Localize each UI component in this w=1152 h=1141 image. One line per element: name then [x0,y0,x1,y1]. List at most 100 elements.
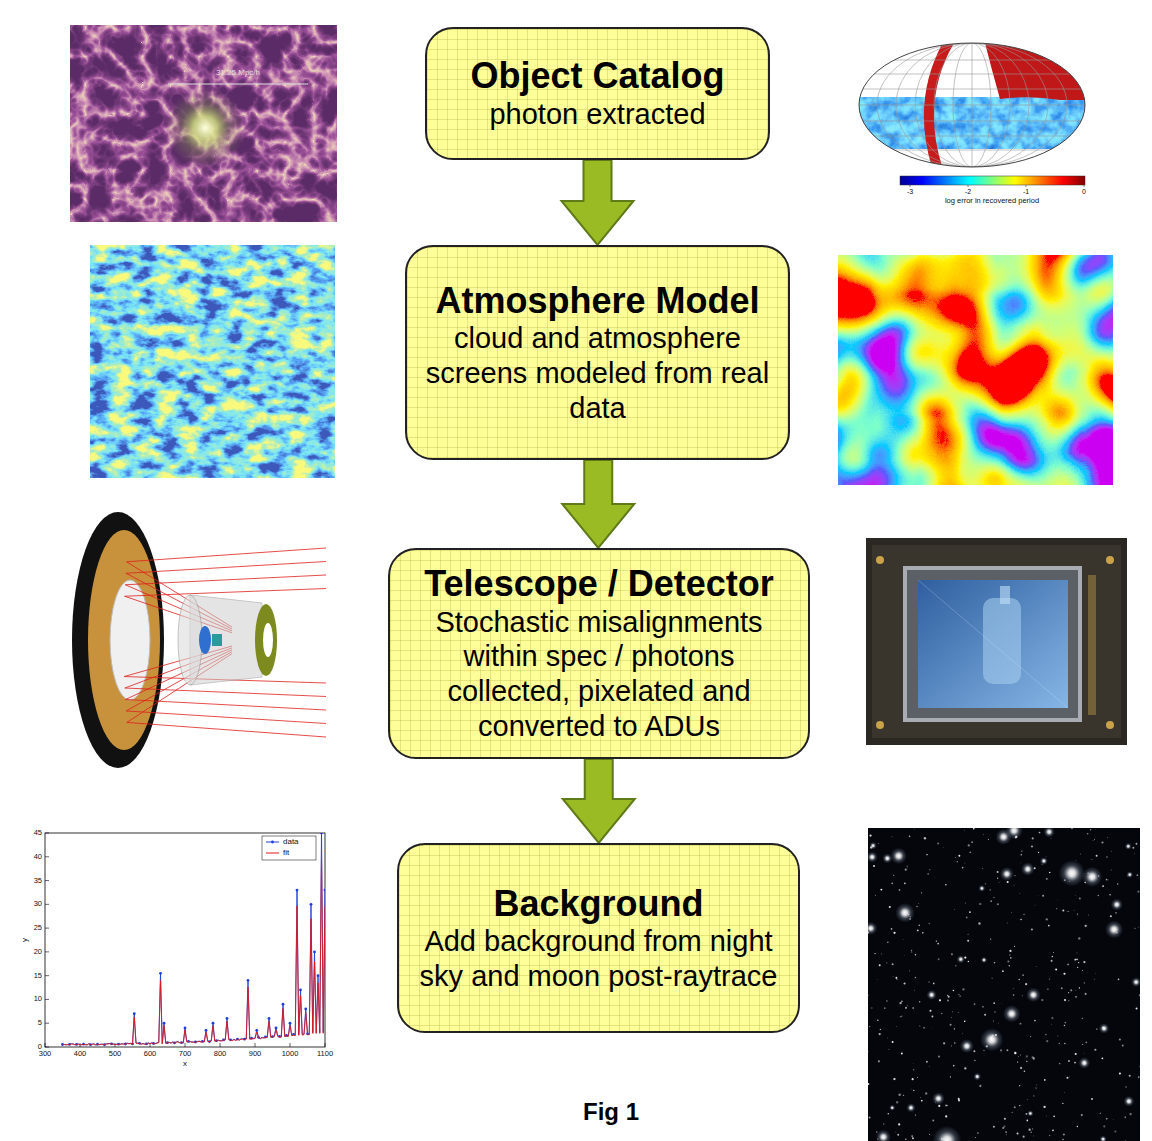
star [1137,926,1139,928]
star [1006,1049,1008,1051]
star [1103,1125,1105,1127]
star [968,844,970,846]
star [1034,904,1036,906]
colorbar [900,176,1085,185]
star [912,1078,914,1080]
star [898,1094,900,1096]
star [936,940,937,941]
legend-marker [271,841,274,844]
sky-ground [868,828,1140,1141]
data-point [317,974,320,977]
star [1114,1130,1116,1132]
star [1087,833,1089,835]
star [912,1137,914,1139]
axis-tick-label: 45 [34,829,42,837]
star-field [864,822,1141,1141]
sensor-surface [918,580,1068,708]
star [1000,1003,1002,1005]
star [1023,1136,1025,1138]
star [988,839,989,840]
star [1078,937,1080,939]
star [1020,1054,1022,1056]
star [921,892,922,893]
star [1106,879,1108,881]
star [1136,1008,1138,1010]
star [1136,874,1138,876]
star [899,1002,901,1004]
star [967,940,969,942]
map-content [855,40,1090,170]
star [1009,965,1010,966]
lens [178,595,202,685]
star [892,963,894,965]
star [919,925,921,927]
star [1113,1118,1115,1120]
star [951,1045,952,1046]
star [1022,995,1023,996]
bright-star [1003,1005,1020,1022]
star [1122,1045,1124,1047]
star [924,837,926,839]
star [969,852,971,854]
star [952,1011,953,1012]
star [1096,855,1098,857]
star [910,1088,912,1090]
star [886,1000,888,1002]
star [893,875,894,876]
star [1082,970,1083,971]
star [1035,966,1037,968]
light-rays [124,548,326,737]
data-point [184,1027,187,1030]
star [1129,1113,1131,1115]
data-point [159,972,162,975]
star [1005,1131,1007,1133]
bright-star [978,885,985,892]
star [1053,1116,1055,1118]
star [1077,967,1078,968]
data-point [289,1022,292,1025]
y-tick [45,999,49,1000]
star [901,1015,902,1016]
bright-star [973,1073,981,1081]
star [1079,987,1080,988]
star [909,836,910,837]
star [958,1099,960,1101]
star [983,833,985,835]
star [985,883,986,884]
star [926,1061,928,1063]
bright-star [890,848,907,865]
legend-label: data [283,838,299,847]
star [951,953,953,955]
mirror-back [72,512,164,768]
star [1064,999,1066,1001]
star [1002,970,1004,972]
bright-star [932,1092,945,1105]
figure-caption: Fig 1 [583,1098,639,1126]
star [1055,969,1057,971]
star [1136,843,1138,845]
star [969,911,971,913]
star [1077,913,1078,914]
star [1068,911,1069,912]
star [1045,1034,1046,1035]
star [869,1026,870,1027]
bright-star [876,1129,891,1141]
star [945,1105,947,1107]
star [1065,1022,1067,1024]
colorbar-tick-label: -1 [1023,188,1029,196]
detector-block [212,634,222,646]
bright-star [906,1103,915,1112]
star [906,866,907,867]
star [968,934,969,935]
star [1024,1070,1026,1072]
data-point [299,989,302,992]
colorbar-ticks [1026,185,1027,187]
star [1057,1035,1058,1036]
star [968,961,969,962]
star [964,1021,966,1023]
star [917,1077,918,1078]
axis-tick-label: 1100 [317,1050,333,1058]
star [1070,989,1072,991]
star [911,1135,913,1137]
